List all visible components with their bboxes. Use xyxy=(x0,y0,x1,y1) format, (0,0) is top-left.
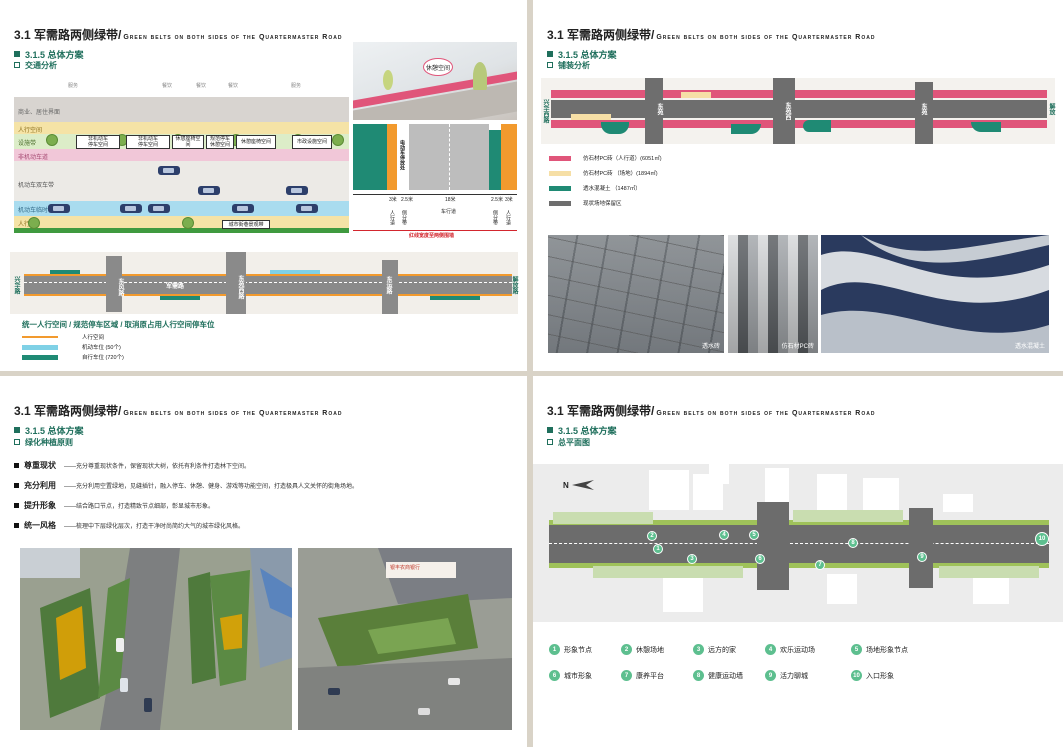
principle-item: 尊重现状——充分尊重现状条件，保留现状大树，依托有利条件打造林下空间。 xyxy=(14,460,250,471)
aerial-photo-1 xyxy=(20,548,292,730)
section-heading: 3.1.5 总体方案 xyxy=(14,48,84,61)
panel-master-plan: 3.1 军需路两侧绿带/Green belts on both sides of… xyxy=(533,376,1063,747)
page-title: 3.1 军需路两侧绿带/Green belts on both sides of… xyxy=(14,28,343,42)
traffic-summary: 统一人行空间 / 规范停车区域 / 取消原占用人行空间停车位 xyxy=(22,320,215,329)
panel-traffic-analysis: 3.1 军需路两侧绿带/Green belts on both sides of… xyxy=(0,0,527,371)
page-title: 3.1 军需路两侧绿带/Green belts on both sides of… xyxy=(547,404,876,418)
paving-photo-2: 仿石材PC砖 xyxy=(728,235,818,353)
master-plan-map: N 2 1 4 3 5 6 7 8 9 10 xyxy=(533,464,1063,622)
paving-plan-map: 兴华西路 东苑 东苑西 东苑 解放 xyxy=(541,78,1055,144)
principle-item: 充分利用——充分利用空置绿地，见缝插针，融入停车、休憩、健身、游戏等功能空间，打… xyxy=(14,480,358,491)
road-section-diagram: 电动车停放处 3米 2.5米 18米 2.5米 3米 人行道 侧分带 车行道 侧… xyxy=(353,124,517,240)
page-title: 3.1 军需路两侧绿带/Green belts on both sides of… xyxy=(14,404,343,418)
paving-photo-1: 透水砖 xyxy=(548,235,724,353)
shop-sign: 银丰农商银行 xyxy=(390,565,421,571)
section-heading: 3.1.5 总体方案 xyxy=(14,424,84,437)
compass-icon: N xyxy=(563,480,594,490)
panel-planting-principles: 3.1 军需路两侧绿带/Green belts on both sides of… xyxy=(0,376,527,747)
traffic-plan-map: 兴华路 东风路 军需路 东苑西路 东运路 解放路 xyxy=(10,252,518,314)
sub-heading: 铺装分析 xyxy=(547,60,590,71)
paving-photo-3: 透水混凝土 xyxy=(821,235,1049,353)
street-render: 休憩空间 xyxy=(353,42,517,120)
section-heading: 3.1.5 总体方案 xyxy=(547,424,617,437)
page-title: 3.1 军需路两侧绿带/Green belts on both sides of… xyxy=(547,28,876,42)
principle-item: 统一风格——梳理中下层绿化层次，打造干净时尚简约大气的城市绿化风格。 xyxy=(14,520,244,531)
aerial-photo-2: 银丰农商银行 xyxy=(298,548,512,730)
sub-heading: 绿化种植原则 xyxy=(14,437,73,448)
section-heading: 3.1.5 总体方案 xyxy=(547,48,617,61)
sub-heading: 交通分析 xyxy=(14,60,57,71)
sub-heading: 总平面图 xyxy=(547,437,590,448)
panel-paving-analysis: 3.1 军需路两侧绿带/Green belts on both sides of… xyxy=(533,0,1063,371)
principle-item: 提升形象——结合路口节点，打造精致节点细部，彰显城市形象。 xyxy=(14,500,214,511)
speech-bubble: 休憩空间 xyxy=(423,58,453,76)
